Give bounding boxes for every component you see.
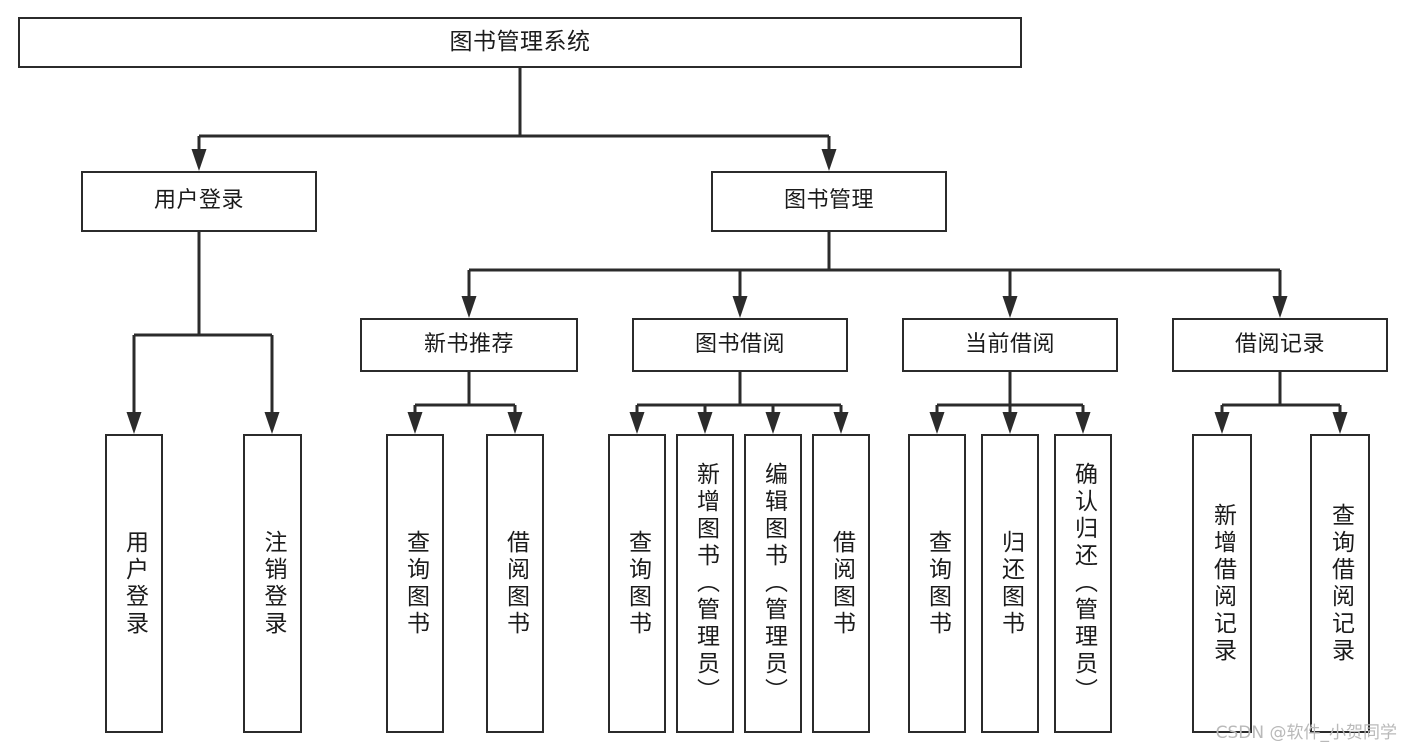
node-l7[interactable]: 编辑图书（管理员） [744,434,802,733]
arrow-to-l5-head [629,412,645,434]
arrow-to-bookmgmt-head [821,149,837,171]
node-label-newbook: 新书推荐 [423,331,514,357]
node-label-borrow: 图书借阅 [694,331,785,357]
node-label-current: 当前借阅 [964,331,1055,357]
node-l8[interactable]: 借阅图书 [812,434,870,733]
node-label-l5: 查询图书 [624,529,651,638]
arrow-to-l13-head [1332,412,1348,434]
node-label-bookmgmt: 图书管理 [783,188,874,214]
arrow-to-l11-head [1075,412,1091,434]
arrow-to-l6-head [697,412,713,434]
node-label-l11: 确认归还（管理员） [1070,462,1097,705]
node-bookmgmt[interactable]: 图书管理 [711,171,947,232]
node-l12[interactable]: 新增借阅记录 [1192,434,1252,733]
node-label-root: 图书管理系统 [449,28,591,55]
arrow-to-newbook-head [461,296,477,318]
arrow-to-records-head [1272,296,1288,318]
watermark-text: CSDN @软件_小贺同学 [1215,723,1397,743]
node-l3[interactable]: 查询图书 [386,434,444,733]
arrow-to-l2-head [264,412,280,434]
node-label-records: 借阅记录 [1234,331,1325,357]
node-newbook[interactable]: 新书推荐 [360,318,578,372]
node-l10[interactable]: 归还图书 [981,434,1039,733]
node-l5[interactable]: 查询图书 [608,434,666,733]
node-label-l10: 归还图书 [997,529,1024,638]
node-label-l1: 用户登录 [121,529,148,638]
arrow-to-l7-head [765,412,781,434]
arrow-to-login-head [191,149,207,171]
node-label-l8: 借阅图书 [828,529,855,638]
node-l9[interactable]: 查询图书 [908,434,966,733]
arrow-to-l10-head [1002,412,1018,434]
node-label-l9: 查询图书 [924,529,951,638]
arrow-to-current-head [1002,296,1018,318]
node-l4[interactable]: 借阅图书 [486,434,544,733]
node-label-l7: 编辑图书（管理员） [760,462,787,705]
arrow-to-borrow-head [732,296,748,318]
arrow-to-l8-head [833,412,849,434]
node-root[interactable]: 图书管理系统 [18,17,1022,68]
node-label-l13: 查询借阅记录 [1327,502,1354,665]
arrow-to-l3-head [407,412,423,434]
node-l13[interactable]: 查询借阅记录 [1310,434,1370,733]
node-label-l2: 注销登录 [260,529,286,638]
arrow-to-l12-head [1214,412,1230,434]
node-borrow[interactable]: 图书借阅 [632,318,848,372]
node-label-l12: 新增借阅记录 [1209,502,1236,665]
node-label-l3: 查询图书 [402,529,429,638]
node-label-login: 用户登录 [153,188,244,214]
arrow-to-l4-head [507,412,523,434]
node-records[interactable]: 借阅记录 [1172,318,1388,372]
arrow-to-l1-head [126,412,142,434]
node-label-l4: 借阅图书 [502,529,529,638]
node-label-l6: 新增图书（管理员） [692,462,719,705]
node-login[interactable]: 用户登录 [81,171,317,232]
arrow-to-l9-head [929,412,945,434]
node-l6[interactable]: 新增图书（管理员） [676,434,734,733]
node-l2[interactable]: 注销登录 [243,434,302,733]
node-l1[interactable]: 用户登录 [105,434,163,733]
node-current[interactable]: 当前借阅 [902,318,1118,372]
node-l11[interactable]: 确认归还（管理员） [1054,434,1112,733]
